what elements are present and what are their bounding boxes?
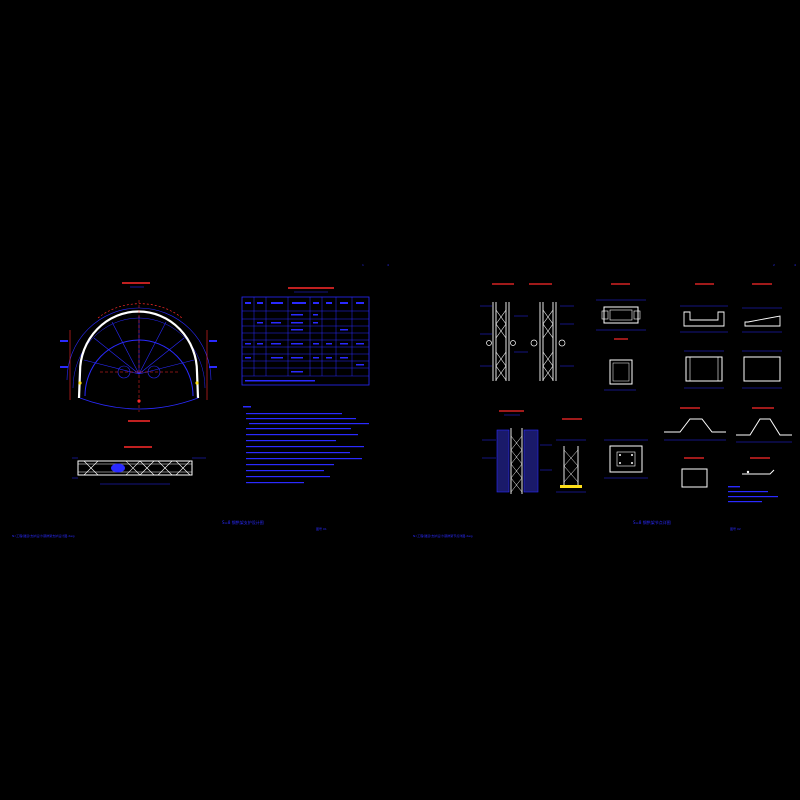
rock-wall-section (482, 410, 552, 494)
section-details-top (596, 283, 646, 391)
truss-column-elevations (480, 283, 574, 381)
sheet1-footer-path: N:\工程\隧道\支护设计\钢拱架支护设计图.dwg (12, 533, 75, 538)
tunnel-arch-section (60, 282, 217, 422)
channel-profiles (680, 283, 782, 389)
column-foot-detail (556, 418, 586, 493)
sheet2-corner-mark-a: 2 (773, 263, 775, 267)
sheet1-footer-sheet: 图号 01 (316, 526, 327, 531)
base-plate-detail (604, 439, 648, 479)
sheet1-footer-title: S=8 钢拱架支护设计图 (222, 519, 264, 525)
sheet2-footer-title: S=8 钢拱架节点详图 (633, 519, 671, 525)
sheet1-corner-mark-a: 1 (362, 263, 364, 267)
sheet2-corner-mark-b: 4 (794, 263, 796, 267)
material-quantity-table (241, 287, 370, 386)
sheet1-corner-mark-b: 4 (387, 263, 389, 267)
lattice-truss-elevation (72, 446, 206, 485)
sheet-2: 2 4 (413, 263, 796, 538)
trapezoid-profiles (664, 407, 792, 503)
sheet2-footer-path: N:\工程\隧道\支护设计\钢拱架节点详图.dwg (413, 533, 473, 538)
design-notes (243, 406, 369, 484)
sheet2-footer-sheet: 图号 02 (730, 526, 741, 531)
sheet-1: 1 4 (12, 263, 389, 538)
